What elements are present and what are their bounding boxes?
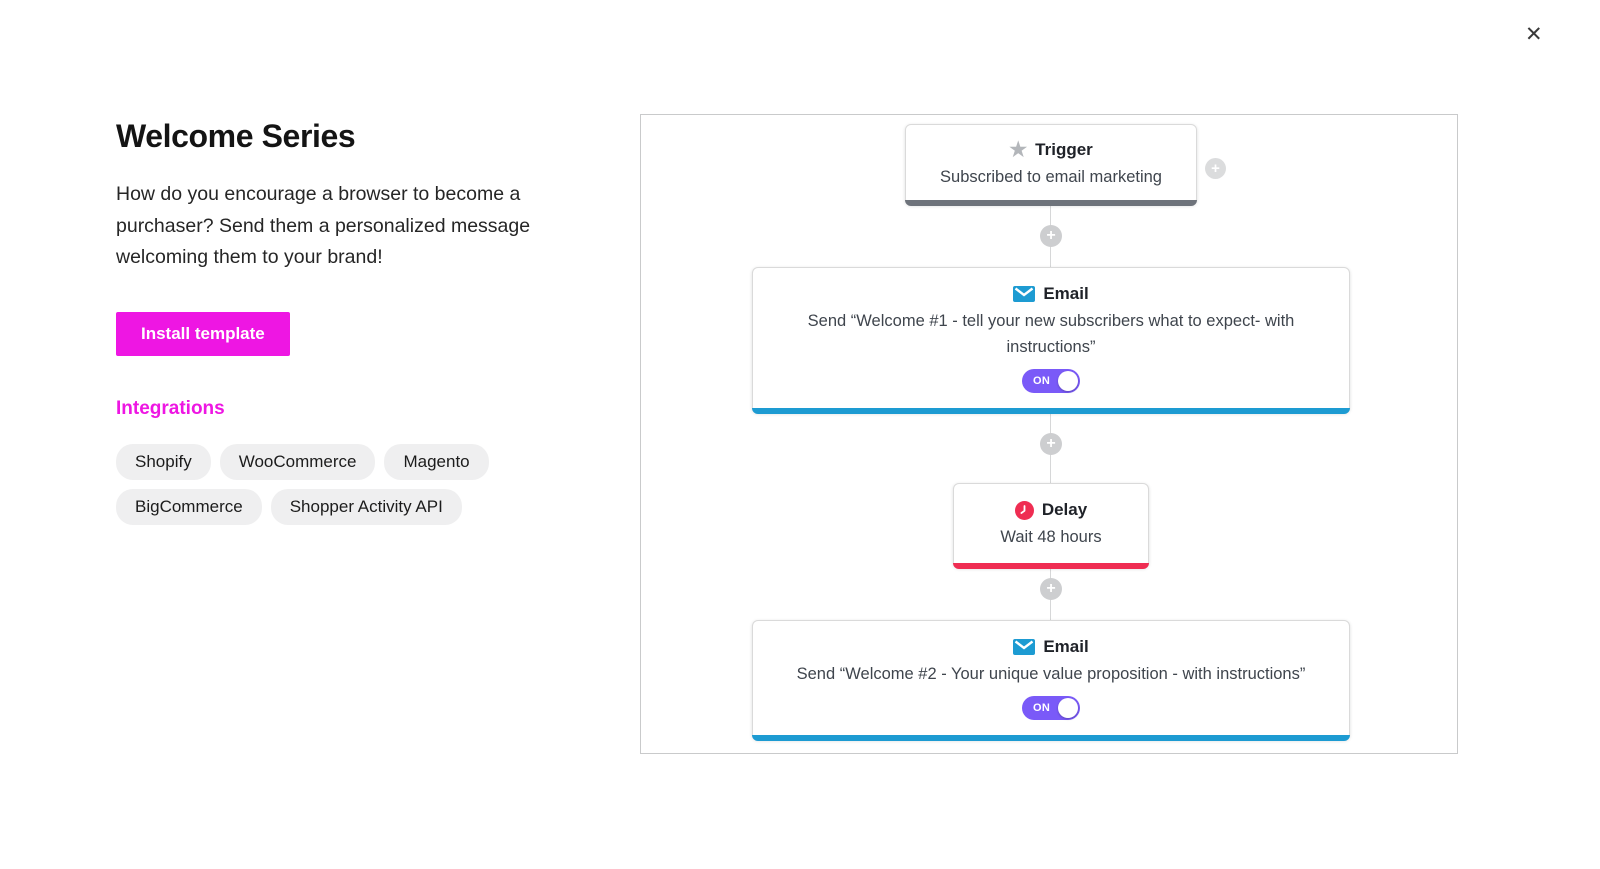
integration-tag-magento: Magento [384, 443, 489, 480]
add-step-button[interactable]: + [1040, 225, 1062, 247]
node-title: Trigger [1035, 140, 1093, 159]
node-title: Email [1043, 284, 1089, 303]
install-template-button[interactable]: Install template [116, 311, 290, 356]
node-subtitle: Send “Welcome #1 - tell your new subscri… [807, 312, 1295, 356]
add-step-button[interactable]: + [1040, 433, 1062, 455]
page-title: Welcome Series [116, 118, 356, 154]
email-on-toggle[interactable]: ON [1022, 696, 1080, 720]
trigger-node-card[interactable]: ★ Trigger Subscribed to email marketing [905, 124, 1197, 206]
add-branch-button[interactable]: + [1205, 158, 1226, 179]
node-subtitle: Send “Welcome #2 - Your unique value pro… [796, 665, 1306, 683]
star-icon: ★ [1009, 139, 1028, 161]
node-accent-strip [752, 408, 1350, 414]
node-title: Delay [1041, 500, 1088, 519]
toggle-on-label: ON [1033, 702, 1051, 714]
integration-tag-woocommerce: WooCommerce [219, 443, 376, 480]
add-step-button[interactable]: + [1040, 578, 1062, 600]
template-description: How do you encourage a browser to become… [116, 183, 531, 268]
email-on-toggle[interactable]: ON [1022, 369, 1080, 393]
toggle-knob [1058, 371, 1078, 391]
envelope-icon [1013, 639, 1036, 655]
email-node-card-1[interactable]: Email Send “Welcome #1 - tell your new s… [752, 267, 1350, 414]
integration-tag-shopper-activity-api: Shopper Activity API [270, 488, 462, 525]
email-node-card-2[interactable]: Email Send “Welcome #2 - Your unique val… [752, 620, 1350, 741]
integration-tag-shopify: Shopify [116, 443, 211, 480]
toggle-on-label: ON [1033, 375, 1051, 387]
integration-tag-bigcommerce: BigCommerce [116, 488, 262, 525]
envelope-icon [1013, 286, 1036, 302]
close-icon[interactable]: ✕ [1525, 23, 1543, 46]
integrations-heading: Integrations [116, 397, 225, 419]
node-title: Email [1043, 637, 1089, 656]
integration-tag-list: Shopify WooCommerce Magento BigCommerce … [116, 443, 556, 525]
clock-icon [1014, 500, 1034, 520]
delay-node-card[interactable]: Delay Wait 48 hours [953, 483, 1149, 569]
node-subtitle: Subscribed to email marketing [940, 168, 1162, 186]
node-subtitle: Wait 48 hours [1000, 528, 1102, 546]
toggle-knob [1058, 698, 1078, 718]
node-accent-strip [905, 200, 1197, 206]
node-accent-strip [752, 735, 1350, 741]
node-accent-strip [953, 563, 1149, 569]
template-info-panel: Welcome Series How do you encourage a br… [116, 118, 576, 525]
